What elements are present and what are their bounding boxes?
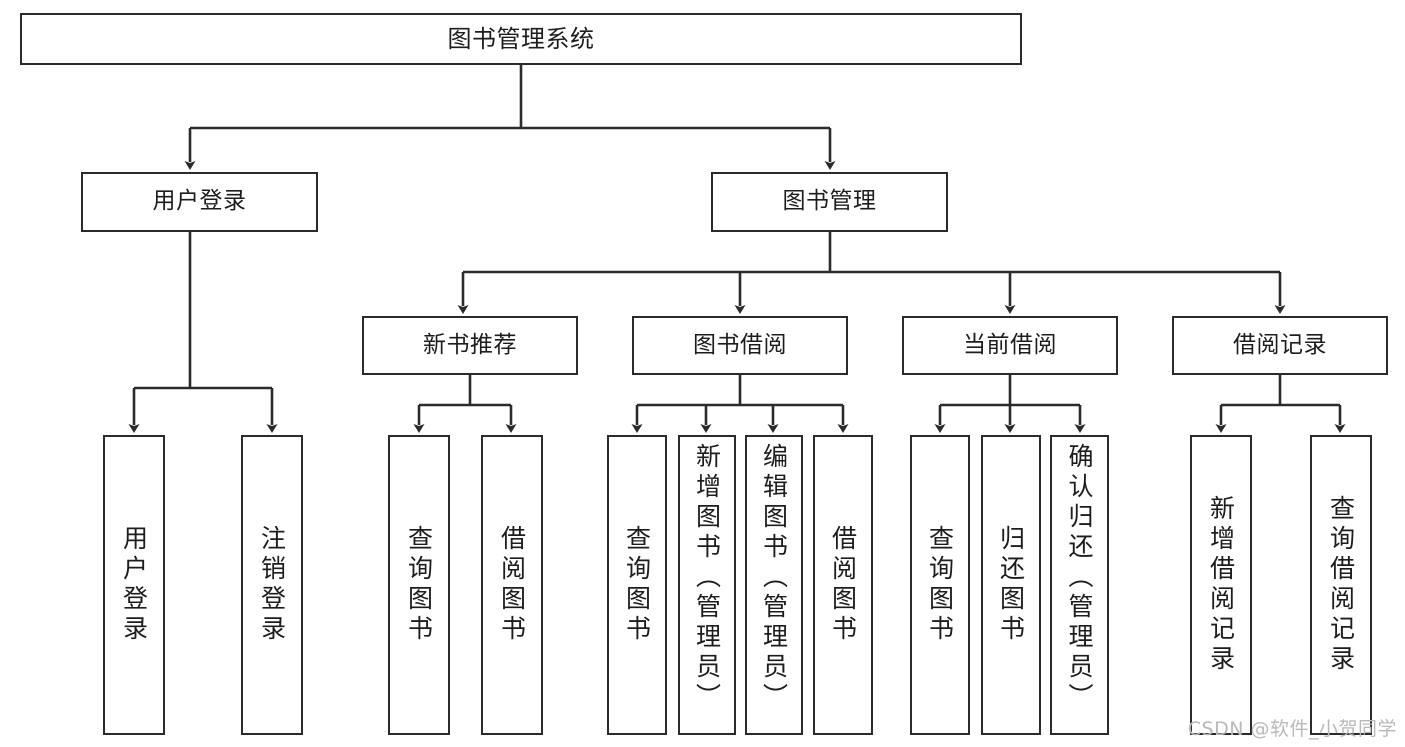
node-label: 借阅图书 <box>497 525 527 645</box>
node-label: 新增借阅记录 <box>1206 495 1236 675</box>
node-user-login[interactable]: 用户登录 <box>81 172 318 232</box>
leaf-record-add-record[interactable]: 新增借阅记录 <box>1190 435 1252 735</box>
csdn-watermark: CSDN @软件_小贺同学 <box>1187 718 1397 740</box>
node-label: 归还图书 <box>996 525 1026 645</box>
leaf-borrow-add-book-admin[interactable]: 新增图书（管理员） <box>678 435 736 735</box>
leaf-user-login-logout[interactable]: 注销登录 <box>241 435 303 735</box>
node-label: 图书管理系统 <box>447 24 595 53</box>
node-label: 用户登录 <box>152 188 247 215</box>
node-label: 查询借阅记录 <box>1326 495 1356 675</box>
leaf-recommend-borrow-book[interactable]: 借阅图书 <box>481 435 543 735</box>
node-label: 当前借阅 <box>963 331 1057 358</box>
node-current-borrow[interactable]: 当前借阅 <box>902 316 1118 375</box>
node-label: 查询图书 <box>404 525 434 645</box>
leaf-current-confirm-return-admin[interactable]: 确认归还（管理员） <box>1050 435 1109 735</box>
leaf-borrow-edit-book-admin[interactable]: 编辑图书（管理员） <box>745 435 803 735</box>
leaf-user-login-login[interactable]: 用户登录 <box>103 435 165 735</box>
node-label: 新增图书（管理员） <box>692 443 722 713</box>
node-new-book-recommend[interactable]: 新书推荐 <box>362 316 578 375</box>
node-label: 注销登录 <box>257 525 287 645</box>
node-label: 新书推荐 <box>423 331 517 358</box>
node-borrow-record[interactable]: 借阅记录 <box>1172 316 1388 375</box>
leaf-current-query-book[interactable]: 查询图书 <box>910 435 970 735</box>
leaf-recommend-query-book[interactable]: 查询图书 <box>388 435 450 735</box>
leaf-record-query-record[interactable]: 查询借阅记录 <box>1310 435 1372 735</box>
node-root-system[interactable]: 图书管理系统 <box>20 13 1022 65</box>
node-label: 查询图书 <box>925 525 955 645</box>
node-book-management[interactable]: 图书管理 <box>711 172 948 232</box>
node-label: 编辑图书（管理员） <box>759 443 789 713</box>
node-label: 确认归还（管理员） <box>1065 443 1094 713</box>
node-label: 图书管理 <box>782 188 877 215</box>
node-book-borrow[interactable]: 图书借阅 <box>632 316 848 375</box>
node-label: 图书借阅 <box>693 331 787 358</box>
node-label: 借阅图书 <box>828 525 858 645</box>
leaf-borrow-query-book[interactable]: 查询图书 <box>607 435 667 735</box>
node-label: 用户登录 <box>119 525 149 645</box>
leaf-borrow-borrow-book[interactable]: 借阅图书 <box>813 435 873 735</box>
node-label: 借阅记录 <box>1233 331 1327 358</box>
node-label: 查询图书 <box>622 525 652 645</box>
leaf-current-return-book[interactable]: 归还图书 <box>981 435 1041 735</box>
